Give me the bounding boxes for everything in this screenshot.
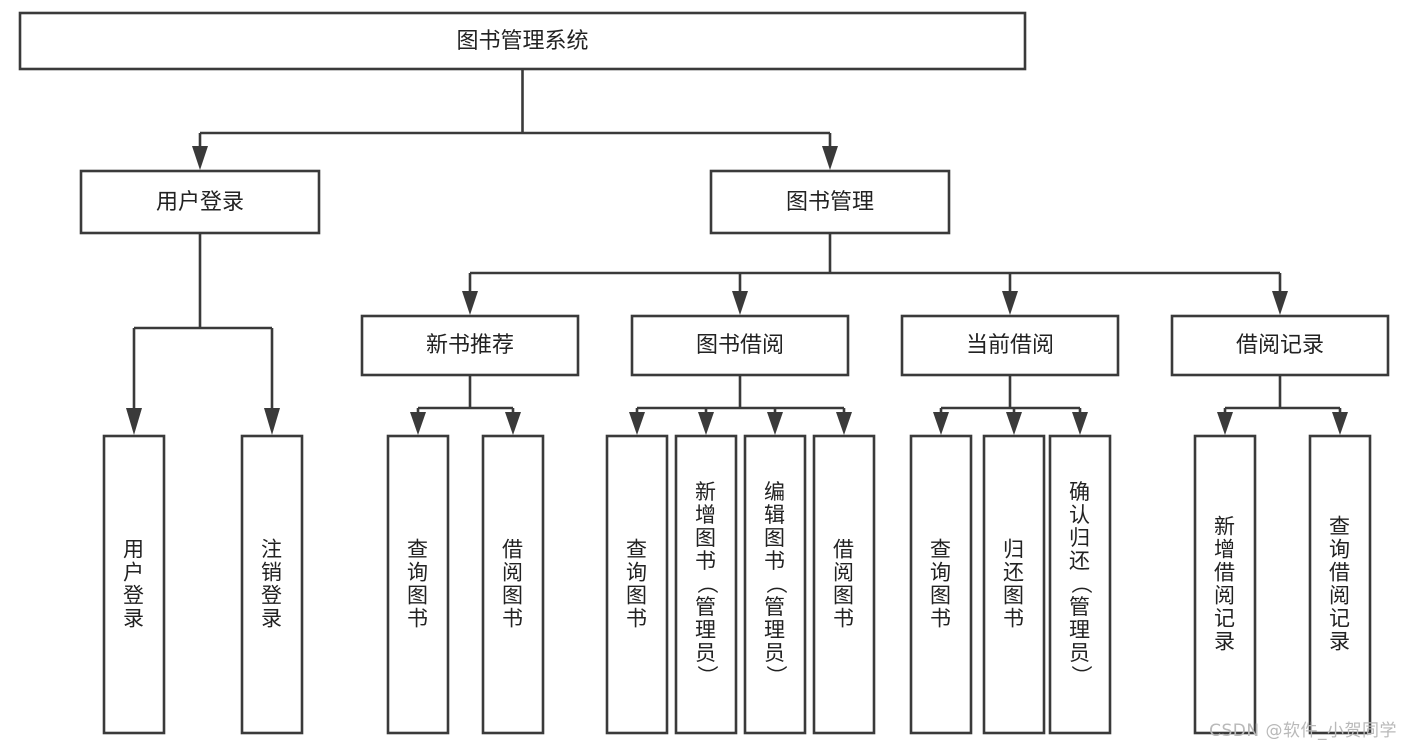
node-leaf-add-borrow-record[interactable]: 新增借阅记录: [1193, 434, 1257, 735]
node-leaf-query-borrow-record-label: 查询借阅记录: [1329, 515, 1351, 654]
arrowhead-leaf-query-borrow-record: [1332, 412, 1348, 435]
node-book-mgmt-label: 图书管理: [786, 190, 874, 215]
node-leaf-borrow-book-box[interactable]: [812, 434, 876, 735]
arrowhead-user-login: [192, 146, 208, 170]
connector-group-borrow-record-to-leaves: [1217, 375, 1348, 435]
arrowhead-leaf-add-book-admin: [698, 412, 714, 435]
connector-group-current-borrow-to-leaves: [933, 375, 1088, 435]
node-leaf-borrow-book-label: 借阅图书: [833, 538, 855, 631]
node-root-label: 图书管理系统: [456, 29, 588, 54]
node-new-book-rec-box[interactable]: [360, 314, 580, 377]
arrowhead-borrow-record: [1272, 291, 1288, 315]
connector-group-book-borrow-to-leaves: [629, 375, 852, 435]
node-user-login-label: 用户登录: [156, 190, 244, 215]
arrowhead-leaf-return-book: [1006, 412, 1022, 435]
node-current-borrow-box[interactable]: [900, 314, 1120, 377]
node-book-borrow[interactable]: 图书借阅: [630, 314, 850, 377]
node-leaf-query-book-rec[interactable]: 查询图书: [386, 434, 450, 735]
node-leaf-add-borrow-record-label: 新增借阅记录: [1214, 515, 1236, 654]
node-leaf-return-book-box[interactable]: [982, 434, 1046, 735]
node-leaf-query-book-current-label: 查询图书: [930, 538, 952, 631]
node-leaf-query-book-current-box[interactable]: [909, 434, 973, 735]
arrowhead-leaf-query-book-borrow: [629, 412, 645, 435]
node-leaf-logout-login[interactable]: 注销登录: [240, 434, 304, 735]
node-leaf-confirm-return-admin-box[interactable]: [1048, 434, 1112, 735]
node-leaf-edit-book-admin-label: 编辑图书管理员: [764, 480, 786, 665]
node-borrow-record-box[interactable]: [1170, 314, 1390, 377]
arrowhead-new-book-rec: [462, 291, 478, 315]
csdn-watermark: CSDN @软件_小贺同学: [1209, 721, 1397, 741]
arrowhead-leaf-query-book-rec: [410, 412, 426, 435]
node-book-mgmt-box[interactable]: [709, 169, 951, 235]
node-leaf-edit-book-admin[interactable]: 编辑图书管理员 （ ）: [743, 434, 807, 735]
node-book-mgmt[interactable]: 图书管理: [709, 169, 951, 235]
node-leaf-confirm-return-admin-label: 确认归还管理员: [1069, 480, 1091, 665]
node-leaf-query-book-rec-label: 查询图书: [407, 538, 429, 631]
connector-group-book-mgmt-to-level3: [462, 233, 1288, 315]
node-leaf-return-book-label: 归还图书: [1003, 538, 1025, 631]
node-root[interactable]: 图书管理系统: [18, 11, 1027, 71]
svg-text:（: （: [695, 573, 719, 595]
arrowhead-leaf-user-login: [126, 408, 142, 435]
arrowhead-current-borrow: [1002, 291, 1018, 315]
node-root-box[interactable]: [18, 11, 1027, 71]
node-leaf-edit-book-admin-box[interactable]: [743, 434, 807, 735]
node-leaf-query-borrow-record[interactable]: 查询借阅记录: [1308, 434, 1372, 735]
svg-text:（: （: [764, 573, 788, 595]
connector-group-user-login-to-leaves: [126, 233, 280, 435]
arrowhead-book-mgmt: [822, 146, 838, 170]
arrowhead-leaf-query-book-current: [933, 412, 949, 435]
node-leaf-query-book-borrow-box[interactable]: [605, 434, 669, 735]
node-borrow-record-label: 借阅记录: [1236, 333, 1324, 358]
node-leaf-user-login-box[interactable]: [102, 434, 166, 735]
node-user-login-box[interactable]: [79, 169, 321, 235]
node-new-book-rec-label: 新书推荐: [426, 333, 514, 358]
connector-group-root-to-level2: [192, 69, 838, 170]
arrowhead-leaf-borrow-book: [836, 412, 852, 435]
node-current-borrow-label: 当前借阅: [966, 333, 1054, 358]
node-leaf-add-book-admin[interactable]: 新增图书管理员 （ ）: [674, 434, 738, 735]
arrowhead-book-borrow: [732, 291, 748, 315]
node-leaf-query-book-current[interactable]: 查询图书: [909, 434, 973, 735]
arrowhead-leaf-add-borrow-record: [1217, 412, 1233, 435]
node-leaf-logout-login-label: 注销登录: [261, 538, 283, 631]
node-leaf-add-borrow-record-box[interactable]: [1193, 434, 1257, 735]
node-leaf-query-book-rec-box[interactable]: [386, 434, 450, 735]
arrowhead-leaf-borrow-book-rec: [505, 412, 521, 435]
node-book-borrow-box[interactable]: [630, 314, 850, 377]
arrowhead-leaf-logout-login: [264, 408, 280, 435]
node-current-borrow[interactable]: 当前借阅: [900, 314, 1120, 377]
node-leaf-user-login[interactable]: 用户登录: [102, 434, 166, 735]
node-leaf-borrow-book-rec-label: 借阅图书: [502, 538, 524, 631]
node-leaf-add-book-admin-label: 新增图书管理员: [695, 480, 717, 665]
arrowhead-leaf-confirm-return-admin: [1072, 412, 1088, 435]
svg-text:）: ）: [1069, 665, 1093, 687]
node-leaf-query-book-borrow[interactable]: 查询图书: [605, 434, 669, 735]
node-leaf-return-book[interactable]: 归还图书: [982, 434, 1046, 735]
svg-text:）: ）: [764, 665, 788, 687]
node-leaf-query-borrow-record-box[interactable]: [1308, 434, 1372, 735]
node-leaf-add-book-admin-box[interactable]: [674, 434, 738, 735]
node-borrow-record[interactable]: 借阅记录: [1170, 314, 1390, 377]
node-leaf-borrow-book-rec-box[interactable]: [481, 434, 545, 735]
node-new-book-rec[interactable]: 新书推荐: [360, 314, 580, 377]
node-book-borrow-label: 图书借阅: [696, 333, 784, 358]
node-leaf-confirm-return-admin[interactable]: 确认归还管理员 （ ）: [1048, 434, 1112, 735]
node-leaf-borrow-book[interactable]: 借阅图书: [812, 434, 876, 735]
node-leaf-user-login-label: 用户登录: [123, 538, 145, 631]
node-user-login[interactable]: 用户登录: [79, 169, 321, 235]
node-leaf-logout-login-box[interactable]: [240, 434, 304, 735]
node-leaf-borrow-book-rec[interactable]: 借阅图书: [481, 434, 545, 735]
connector-group-new-book-rec-to-leaves: [410, 375, 521, 435]
node-leaf-query-book-borrow-label: 查询图书: [626, 538, 648, 631]
svg-text:（: （: [1069, 573, 1093, 595]
svg-text:）: ）: [695, 665, 719, 687]
arrowhead-leaf-edit-book-admin: [767, 412, 783, 435]
